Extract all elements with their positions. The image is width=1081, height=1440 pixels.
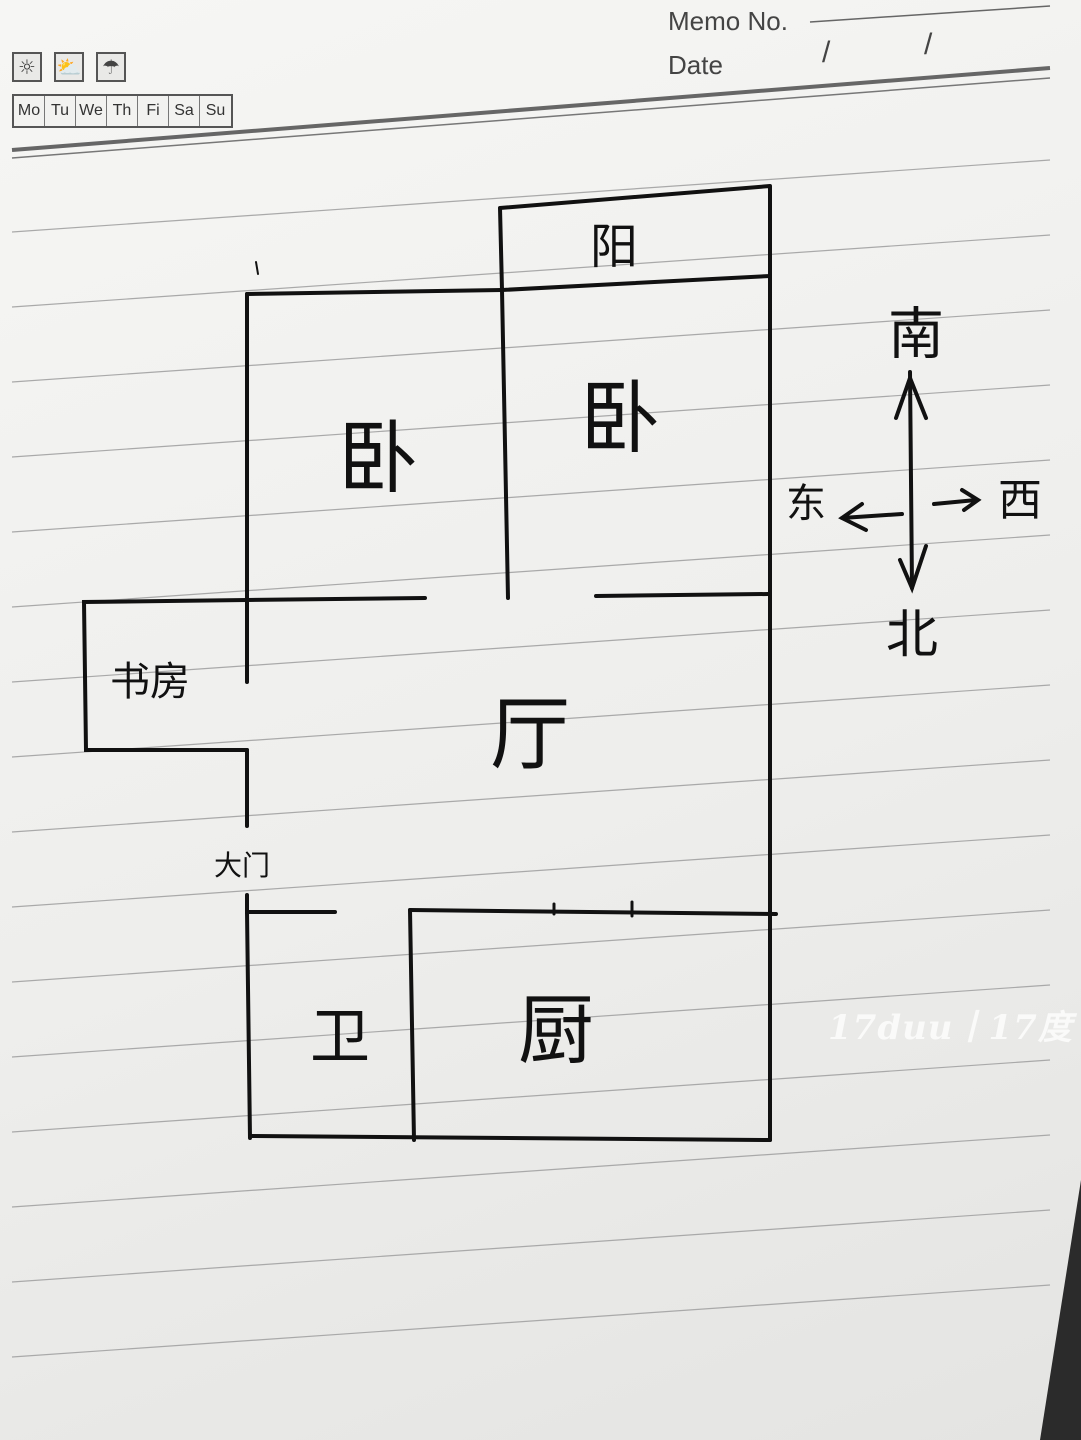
ruled-line [11, 1134, 1051, 1208]
bottom-outer-wall [248, 1134, 772, 1142]
ruled-line [11, 609, 1051, 683]
day-box: Tu [45, 96, 76, 126]
ruled-line [11, 309, 1051, 383]
bedroom-right-bottom-wall [594, 592, 770, 598]
ruled-line [11, 459, 1051, 533]
day-box: Th [107, 96, 138, 126]
bedroom-right-label: 卧 [580, 372, 660, 465]
bedroom-top-wall [245, 288, 504, 296]
ruled-line [11, 1059, 1051, 1133]
compass-west-label: 西 [998, 475, 1042, 526]
ruled-line [11, 909, 1051, 983]
ruled-line [11, 834, 1051, 908]
day-box: Mo [14, 96, 45, 126]
balcony-label: 阳 [589, 219, 639, 275]
compass-east-label: 东 [786, 481, 826, 527]
ruled-line [11, 1209, 1051, 1283]
ruled-line [11, 159, 1051, 233]
memo-underline [809, 5, 1051, 23]
study-label: 书房 [110, 659, 190, 705]
header-rule [11, 66, 1051, 152]
bedroom-left-label: 卧 [338, 412, 418, 505]
weather-icons: ☼ ⛅ ☂ [12, 52, 126, 82]
umbrella-icon: ☂ [96, 52, 126, 82]
study-outline [81, 598, 249, 752]
header-rule-thin [11, 77, 1051, 159]
tick-mark [255, 261, 259, 275]
day-box: We [76, 96, 107, 126]
day-box: Sa [169, 96, 200, 126]
entrance-label: 大门 [213, 849, 271, 882]
weekday-boxes: Mo Tu We Th Fi Sa Su [12, 94, 233, 128]
ruled-line [11, 534, 1051, 608]
ruled-line [11, 684, 1051, 758]
date-slash: / [822, 36, 831, 69]
kitchen-top-wall [408, 908, 778, 916]
bedroom-divider-wall [500, 288, 510, 600]
compass-north-label: 北 [885, 605, 939, 666]
north-arrow-head [898, 544, 928, 594]
south-arrow-head [894, 372, 928, 420]
ruled-line [11, 384, 1051, 458]
day-box: Su [205, 102, 226, 119]
living-room-label: 厅 [490, 688, 570, 781]
memo-number-label: Memo No. [668, 6, 788, 36]
bathroom-label: 卫 [310, 1002, 370, 1073]
day-box: Fi [138, 96, 169, 126]
compass-vertical-line [908, 370, 914, 590]
ruled-line [11, 984, 1051, 1058]
east-arrow [838, 502, 904, 532]
partly-cloudy-icon: ⛅ [54, 52, 84, 82]
ruled-line [11, 1284, 1051, 1358]
date-slash: / [924, 28, 933, 61]
bath-kitchen-divider [408, 908, 416, 1142]
ruled-line [11, 234, 1051, 308]
date-label: Date [668, 50, 723, 80]
bathroom-top-wall [245, 893, 337, 914]
watermark-logo: 17duu丨17度 [828, 1008, 1073, 1048]
sun-icon: ☼ [12, 52, 42, 82]
balcony-outline [498, 184, 772, 292]
west-arrow [932, 488, 982, 512]
bathroom-left-wall [245, 910, 252, 1140]
bedroom-left-bottom-wall [245, 596, 427, 602]
compass-south-label: 南 [888, 302, 944, 368]
ruled-line [11, 759, 1051, 833]
kitchen-label: 厨 [518, 986, 594, 1075]
